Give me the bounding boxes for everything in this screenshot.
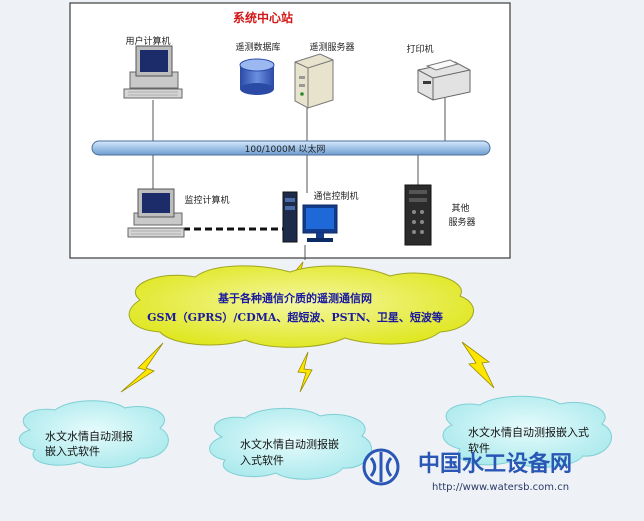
cloud-middle-line-2: 入式软件 [240, 453, 284, 467]
lightning-icon [297, 351, 313, 393]
station-cloud-middle: 水文水情自动测报嵌 入式软件 [209, 407, 373, 480]
cloud-right-line-2: 软件 [468, 441, 490, 455]
station-cloud-right: 水文水情自动测报嵌入式 软件 [442, 395, 613, 468]
server-rack-icon [404, 184, 432, 246]
other-servers-line-1: 其他 [452, 202, 470, 214]
cloud-left-line-1: 水文水情自动测报 [45, 429, 133, 443]
monitor-computer-icon [127, 188, 185, 238]
printer-label: 打印机 [406, 43, 433, 55]
cloud-right-line-1: 水文水情自动测报嵌入式 [468, 425, 589, 439]
ethernet-bus: 100/1000M 以太网 [91, 140, 491, 156]
network-cloud: 基于各种通信介质的遥测通信网 GSM（GPRS）/CDMA、超短波、PSTN、卫… [128, 265, 474, 348]
cloud-middle-line-1: 水文水情自动测报嵌 [240, 437, 339, 451]
station-cloud-left: 水文水情自动测报 嵌入式软件 [18, 400, 169, 469]
database-label: 遥测数据库 [235, 41, 280, 53]
database-icon [239, 58, 275, 95]
bus-label: 100/1000M 以太网 [245, 143, 326, 155]
comm-controller-icon [282, 191, 338, 243]
server-label: 遥测服务器 [309, 41, 354, 53]
lightning-icon [120, 342, 164, 393]
network-media: GSM（GPRS）/CDMA、超短波、PSTN、卫星、短波等 [147, 310, 443, 324]
connector-lines [152, 98, 446, 193]
server-icon [294, 53, 334, 109]
other-servers-line-2: 服务器 [448, 216, 475, 228]
other-servers-label: 其他 服务器 [448, 202, 475, 228]
user-computer-icon [123, 45, 183, 99]
lightning-icon [461, 341, 495, 389]
user-computer-label: 用户计算机 [125, 35, 170, 47]
svg-text:水文水情自动测报嵌入式 软件: 水文水情自动测报嵌入式 软件 [468, 425, 593, 455]
svg-text:水文水情自动测报嵌 入式软件: 水文水情自动测报嵌 入式软件 [240, 437, 343, 467]
monitor-computer-label: 监控计算机 [184, 194, 229, 206]
station-title: 系统中心站 [233, 10, 293, 25]
comm-controller-label: 通信控制机 [313, 190, 358, 202]
cloud-left-line-2: 嵌入式软件 [45, 444, 100, 458]
network-title: 基于各种通信介质的遥测通信网 [217, 291, 372, 305]
watermark-url: http://www.watersb.com.cn [432, 482, 569, 493]
svg-text:水文水情自动测报 嵌入式软件: 水文水情自动测报 嵌入式软件 [45, 429, 137, 458]
watermark-logo-icon [362, 448, 400, 486]
watermark-brand: 中国水工设备网 [418, 451, 572, 477]
printer-icon [417, 59, 471, 101]
watermark: 中国水工设备网 http://www.watersb.com.cn [362, 448, 572, 493]
